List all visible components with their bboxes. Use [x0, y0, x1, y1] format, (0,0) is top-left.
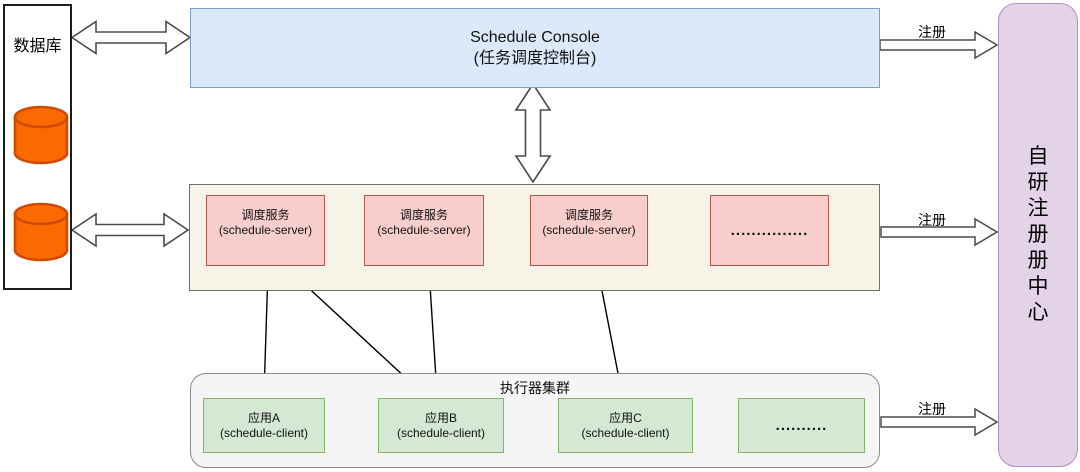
db-server-double-arrow: [70, 212, 190, 248]
app-subtitle: (schedule-client): [219, 425, 309, 440]
database-panel: 数据库: [3, 4, 72, 290]
app-subtitle: (schedule-client): [581, 425, 670, 440]
db-console-double-arrow: [70, 20, 192, 55]
app-title: 应用A: [247, 410, 280, 425]
app-title: 应用C: [609, 410, 642, 425]
app-subtitle: (schedule-client): [396, 425, 486, 440]
app-box-more: ..........: [738, 398, 865, 453]
server-register-label: 注册: [918, 212, 946, 228]
executor-register-label: 注册: [918, 401, 946, 417]
database-cylinder-icon: [13, 105, 69, 165]
console-register-label: 注册: [918, 24, 946, 40]
app-box-a: 应用A (schedule-client): [203, 398, 325, 453]
executor-cluster-title: 执行器集群: [500, 380, 570, 396]
server-subtitle: (schedule-server): [542, 223, 636, 237]
server-title: 调度服务: [399, 208, 448, 222]
server-title: 调度服务: [241, 208, 290, 222]
app-box-c: 应用C (schedule-client): [558, 398, 693, 453]
server-box-2: 调度服务 (schedule-server): [364, 195, 484, 266]
database-cylinder-icon: [13, 202, 69, 262]
console-subtitle: (任务调度控制台): [473, 50, 597, 67]
console-server-double-arrow: [514, 82, 552, 184]
server-title: 调度服务: [564, 208, 613, 222]
server-box-3: 调度服务 (schedule-server): [530, 195, 648, 266]
registry-center-box: 自研注册册中心: [998, 3, 1078, 467]
schedule-console-box: Schedule Console (任务调度控制台): [190, 8, 880, 88]
registry-center-label: 自研注册册中心: [1027, 145, 1049, 324]
database-label: 数据库: [13, 38, 62, 55]
app-box-b: 应用B (schedule-client): [378, 398, 504, 453]
server-subtitle: (schedule-server): [218, 223, 313, 237]
server-subtitle: (schedule-server): [377, 223, 471, 237]
server-box-more: ...............: [710, 195, 829, 266]
app-title: 应用B: [424, 410, 457, 425]
server-box-1: 调度服务 (schedule-server): [206, 195, 325, 266]
console-title: Schedule Console: [470, 29, 600, 46]
